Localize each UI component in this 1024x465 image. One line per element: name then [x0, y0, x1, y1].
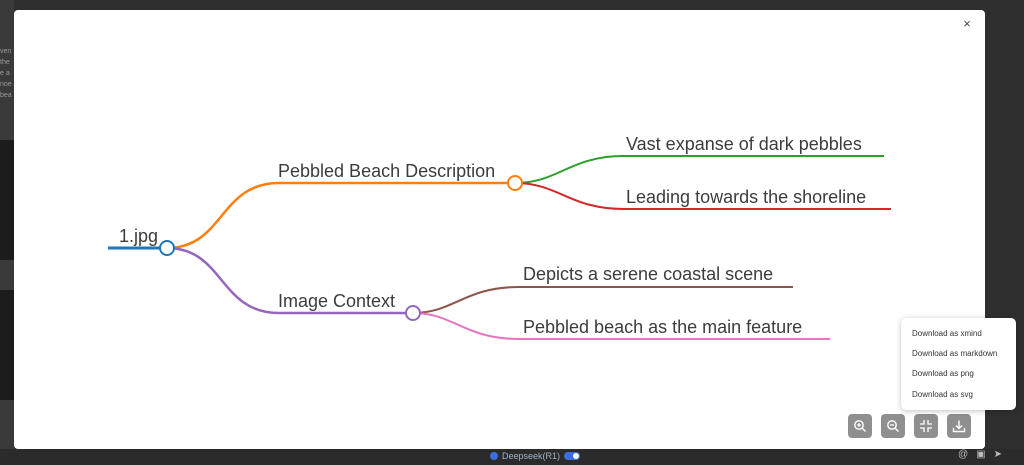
zoom-in-icon	[854, 420, 866, 432]
at-icon[interactable]: @	[958, 449, 969, 460]
leaf-label-shoreline[interactable]: Leading towards the shoreline	[626, 187, 866, 207]
background-text: ven the e a noe bea	[0, 48, 12, 99]
branch-link-context	[166, 246, 413, 315]
zoom-out-button[interactable]	[881, 414, 905, 438]
branch-label-context[interactable]: Image Context	[278, 291, 395, 311]
branch-node-circle-description[interactable]	[507, 175, 523, 191]
attach-icon[interactable]: ▣	[976, 449, 986, 460]
download-button[interactable]	[947, 414, 971, 438]
branch-link-description	[166, 181, 515, 250]
download-icon	[952, 420, 966, 433]
collapse-icon	[920, 420, 932, 432]
background-image-thumb	[0, 290, 14, 400]
download-xmind-item[interactable]: Download as xmind	[912, 329, 982, 338]
fit-view-button[interactable]	[914, 414, 938, 438]
send-icon[interactable]: ➤	[993, 449, 1002, 460]
leaf-link-feature	[412, 312, 830, 340]
deepseek-logo-icon	[490, 452, 498, 460]
leaf-link-shoreline	[514, 182, 891, 210]
model-name: Deepseek(R1)	[502, 451, 561, 461]
zoom-out-icon	[887, 420, 899, 432]
branch-node-circle-context[interactable]	[405, 305, 421, 321]
model-toggle[interactable]: Deepseek(R1)	[490, 449, 581, 463]
zoom-in-button[interactable]	[848, 414, 872, 438]
mindmap-modal: × 1.jpg Pebbled Beach Description Image …	[14, 10, 985, 449]
toggle-switch[interactable]	[564, 452, 581, 460]
leaf-label-feature[interactable]: Pebbled beach as the main feature	[523, 317, 802, 337]
branch-label-description[interactable]: Pebbled Beach Description	[278, 161, 495, 181]
leaf-link-coastal	[412, 286, 793, 314]
download-menu: Download as xmind Download as markdown D…	[901, 318, 1016, 410]
background-input-bar	[0, 449, 1024, 465]
input-actions: @ ▣ ➤	[958, 449, 1002, 460]
leaf-label-pebbles[interactable]: Vast expanse of dark pebbles	[626, 134, 862, 154]
root-node-label[interactable]: 1.jpg	[119, 226, 158, 246]
leaf-label-coastal[interactable]: Depicts a serene coastal scene	[523, 264, 773, 284]
mindmap-canvas[interactable]: 1.jpg Pebbled Beach Description Image Co…	[14, 10, 985, 449]
leaf-link-pebbles	[514, 155, 884, 184]
download-svg-item[interactable]: Download as svg	[912, 390, 973, 399]
background-image-thumb	[0, 140, 14, 260]
close-button[interactable]: ×	[963, 16, 971, 31]
root-node-circle[interactable]	[159, 240, 175, 256]
download-png-item[interactable]: Download as png	[912, 369, 974, 378]
download-markdown-item[interactable]: Download as markdown	[912, 349, 998, 358]
